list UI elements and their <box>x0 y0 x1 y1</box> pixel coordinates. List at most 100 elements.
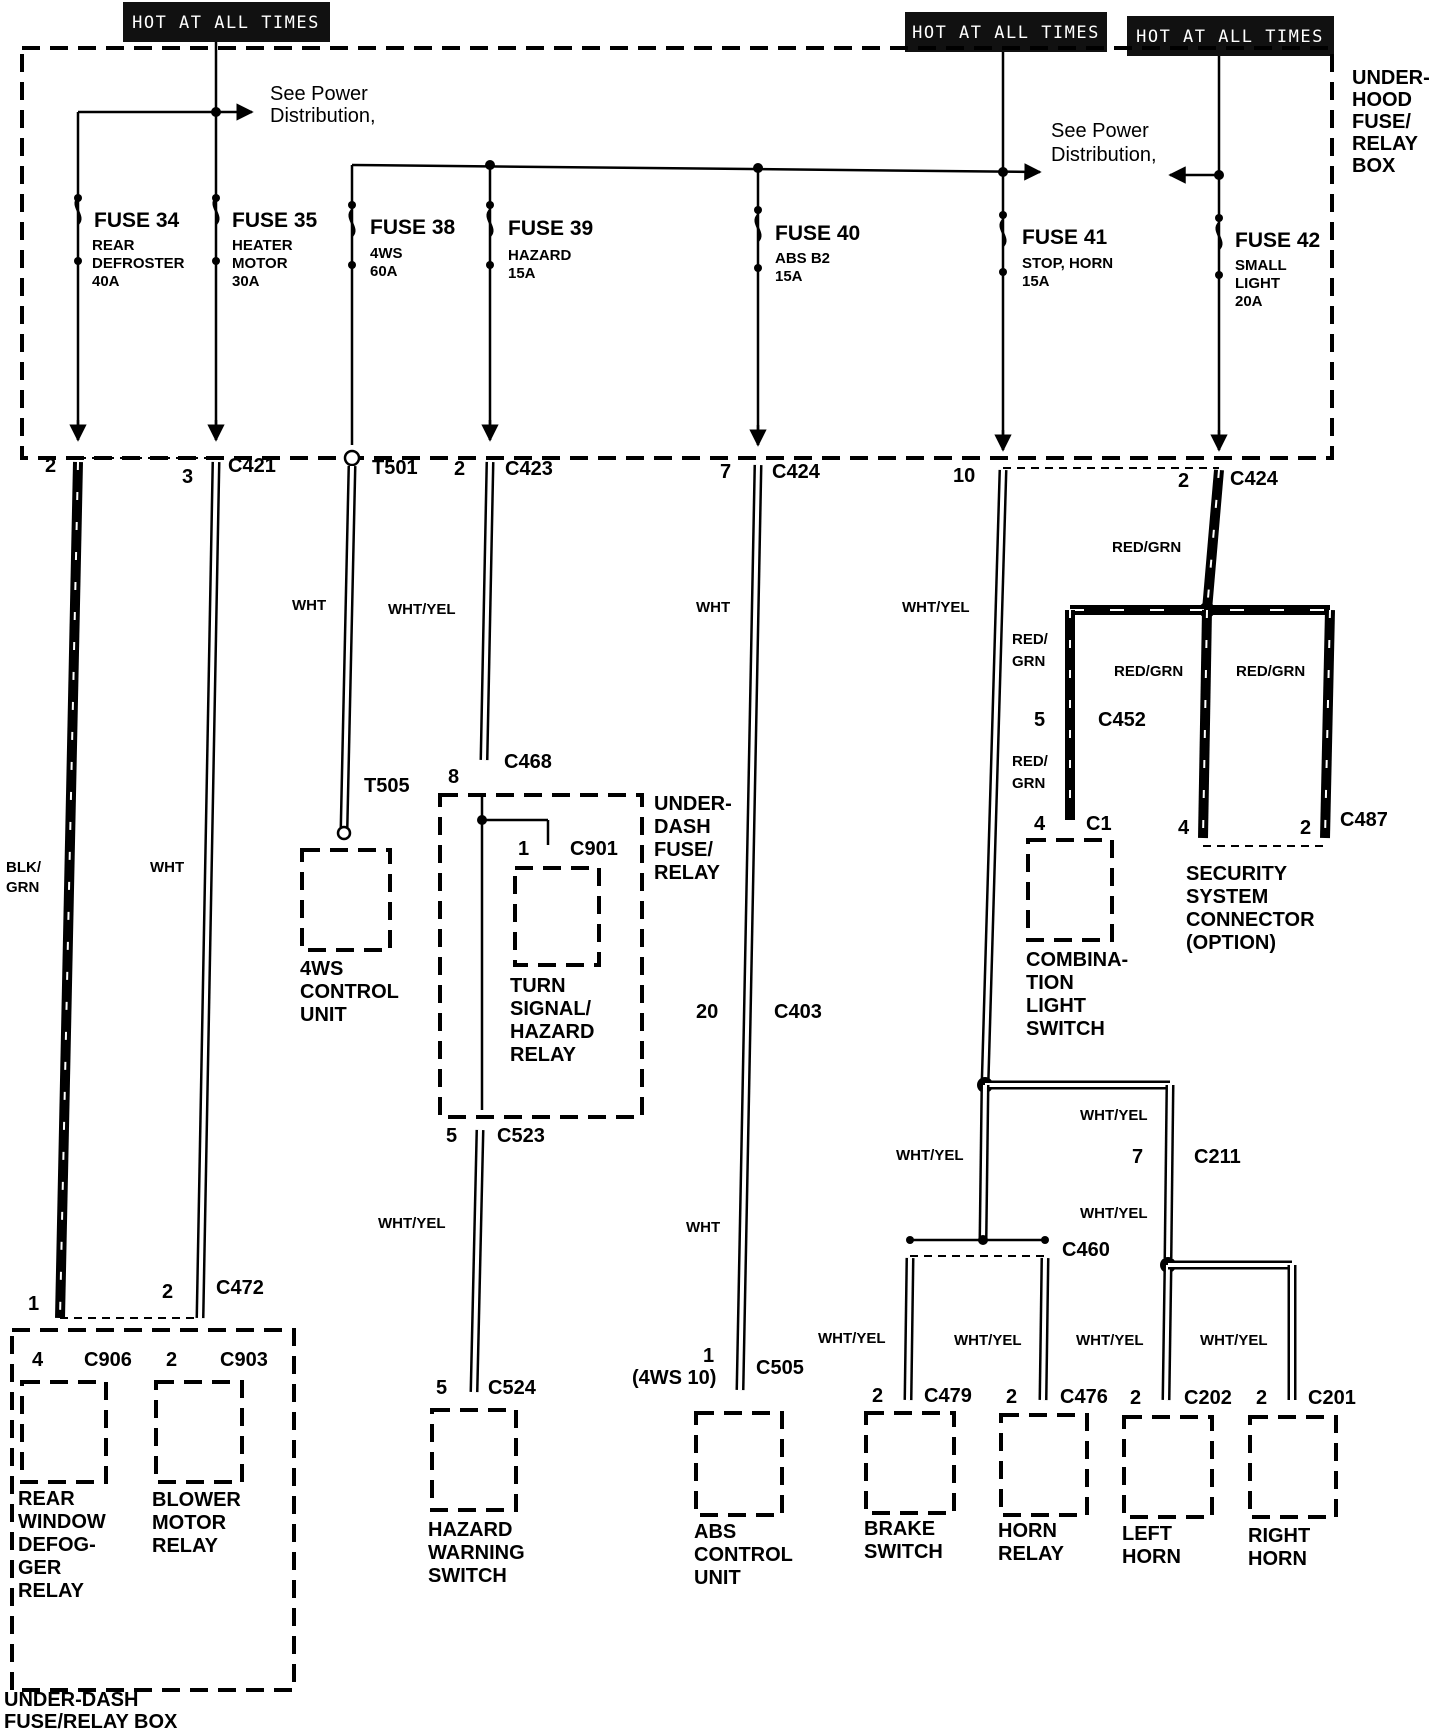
svg-text:FUSE/: FUSE/ <box>654 839 713 861</box>
svg-text:MOTOR: MOTOR <box>232 255 288 272</box>
svg-text:C479: C479 <box>924 1385 972 1407</box>
svg-text:FUSE 38: FUSE 38 <box>370 216 456 239</box>
underhood-title: UNDER- HOOD FUSE/ RELAY BOX <box>1352 67 1430 177</box>
wire-label-wht-yel-2: WHT/YEL <box>378 1215 446 1232</box>
svg-text:HAZARD: HAZARD <box>428 1519 512 1541</box>
svg-text:C452: C452 <box>1098 709 1146 731</box>
svg-text:7: 7 <box>720 461 731 483</box>
wire-label-wht-yel-1: WHT/YEL <box>388 601 456 618</box>
svg-text:5: 5 <box>1034 709 1045 731</box>
svg-text:FUSE/: FUSE/ <box>1352 111 1411 133</box>
svg-text:C903: C903 <box>220 1349 268 1371</box>
underdash-box-title: UNDER-DASH FUSE/RELAY BOX <box>4 1689 178 1730</box>
see-power-note-2: See Power Distribution, <box>1051 120 1157 166</box>
brake-switch-box <box>864 1411 956 1515</box>
svg-text:UNDER-DASH: UNDER-DASH <box>4 1689 138 1711</box>
svg-text:T501: T501 <box>372 457 418 479</box>
svg-text:2: 2 <box>1300 817 1311 839</box>
svg-text:5: 5 <box>446 1125 457 1147</box>
svg-text:BLOWER: BLOWER <box>152 1489 241 1511</box>
svg-text:2: 2 <box>166 1349 177 1371</box>
wire-label-wht-yel-9: WHT/YEL <box>1076 1332 1144 1349</box>
wire-label-wht-1: WHT <box>150 859 184 876</box>
svg-text:CONTROL: CONTROL <box>300 981 399 1003</box>
conn-c505: 1 (4WS 10) C505 <box>632 1345 804 1389</box>
svg-text:HORN: HORN <box>1248 1548 1307 1570</box>
conn-c452: 5 C452 <box>1034 709 1146 731</box>
conn-c903: 2 C903 <box>166 1349 268 1371</box>
svg-text:2: 2 <box>1130 1387 1141 1409</box>
svg-text:10: 10 <box>953 465 975 487</box>
svg-text:SECURITY: SECURITY <box>1186 863 1288 885</box>
svg-text:UNDER-: UNDER- <box>654 793 732 815</box>
svg-text:UNIT: UNIT <box>694 1567 741 1589</box>
svg-text:C201: C201 <box>1308 1387 1356 1409</box>
wire-label-red-grn-5: RED/ GRN <box>1012 753 1049 792</box>
svg-text:C901: C901 <box>570 838 618 860</box>
svg-text:30A: 30A <box>232 273 260 290</box>
horn-relay-label: HORN RELAY <box>998 1520 1065 1565</box>
combination-light-switch-box <box>1026 838 1114 942</box>
svg-text:ABS: ABS <box>694 1521 736 1543</box>
svg-text:UNIT: UNIT <box>300 1004 347 1026</box>
wire-label-wht-yel-6: WHT/YEL <box>1080 1205 1148 1222</box>
svg-text:4: 4 <box>1034 813 1046 835</box>
svg-text:2: 2 <box>872 1385 883 1407</box>
turn-signal-relay-label: TURN SIGNAL/ HAZARD RELAY <box>510 975 594 1066</box>
underdash-fuse-relay-box <box>438 793 644 1119</box>
svg-text:TURN: TURN <box>510 975 566 997</box>
svg-text:FUSE 41: FUSE 41 <box>1022 226 1108 249</box>
svg-text:FUSE 39: FUSE 39 <box>508 217 593 240</box>
abs-control-unit-box <box>694 1411 784 1517</box>
svg-text:WINDOW: WINDOW <box>18 1511 106 1533</box>
wire-label-red-grn-4: RED/GRN <box>1236 663 1305 680</box>
svg-text:LEFT: LEFT <box>1122 1523 1172 1545</box>
svg-text:LIGHT: LIGHT <box>1026 995 1086 1017</box>
underdash-fuse-relay-box-bottom <box>10 1328 296 1692</box>
svg-text:15A: 15A <box>1022 273 1050 290</box>
combination-light-switch-label: COMBINA- TION LIGHT SWITCH <box>1026 949 1128 1040</box>
horn-relay-box <box>999 1413 1089 1517</box>
underhood-fuse-box <box>20 46 1334 460</box>
conn-c1: 4 C1 <box>1034 813 1112 835</box>
svg-text:RIGHT: RIGHT <box>1248 1525 1310 1547</box>
svg-text:2: 2 <box>1006 1386 1017 1408</box>
conn-c487: 4 2 C487 <box>1178 809 1388 839</box>
svg-text:GRN: GRN <box>1012 775 1045 792</box>
svg-text:C524: C524 <box>488 1377 537 1399</box>
svg-text:1: 1 <box>518 838 529 860</box>
fuse-39: FUSE 39 HAZARD 15A <box>486 201 593 282</box>
conn-c201: 2 C201 <box>1256 1387 1356 1409</box>
svg-text:HOT AT ALL TIMES: HOT AT ALL TIMES <box>132 13 320 33</box>
svg-text:C202: C202 <box>1184 1387 1232 1409</box>
svg-text:C487: C487 <box>1340 809 1388 831</box>
conn-c202: 2 C202 <box>1130 1387 1232 1409</box>
conn-c211: 7 C211 <box>1132 1146 1241 1168</box>
svg-text:See Power: See Power <box>1051 120 1149 142</box>
svg-text:MOTOR: MOTOR <box>152 1512 227 1534</box>
svg-text:2: 2 <box>162 1281 173 1303</box>
svg-text:RELAY: RELAY <box>998 1543 1065 1565</box>
svg-text:RELAY: RELAY <box>510 1044 577 1066</box>
svg-text:(OPTION): (OPTION) <box>1186 932 1276 954</box>
fuse-35: FUSE 35 HEATER MOTOR 30A <box>212 194 318 290</box>
svg-text:5: 5 <box>436 1377 447 1399</box>
hazard-warning-switch-label: HAZARD WARNING SWITCH <box>428 1519 525 1587</box>
conn-c472: 1 2 C472 <box>28 1277 264 1315</box>
svg-text:SWITCH: SWITCH <box>1026 1018 1105 1040</box>
svg-text:HORN: HORN <box>998 1520 1057 1542</box>
svg-text:C476: C476 <box>1060 1386 1108 1408</box>
svg-text:RELAY: RELAY <box>1352 133 1419 155</box>
svg-text:2: 2 <box>1178 470 1189 492</box>
svg-text:REAR: REAR <box>92 237 135 254</box>
fuse-41: FUSE 41 STOP, HORN 15A <box>999 211 1113 290</box>
conn-c906: 4 C906 <box>32 1349 132 1371</box>
svg-text:C424: C424 <box>772 461 821 483</box>
svg-text:(4WS 10): (4WS 10) <box>632 1367 716 1389</box>
conn-t505: T505 <box>364 775 410 797</box>
svg-text:60A: 60A <box>370 263 398 280</box>
fuse-42: FUSE 42 SMALL LIGHT 20A <box>1215 214 1320 310</box>
svg-text:DASH: DASH <box>654 816 711 838</box>
conn-t501: T501 <box>343 449 418 479</box>
